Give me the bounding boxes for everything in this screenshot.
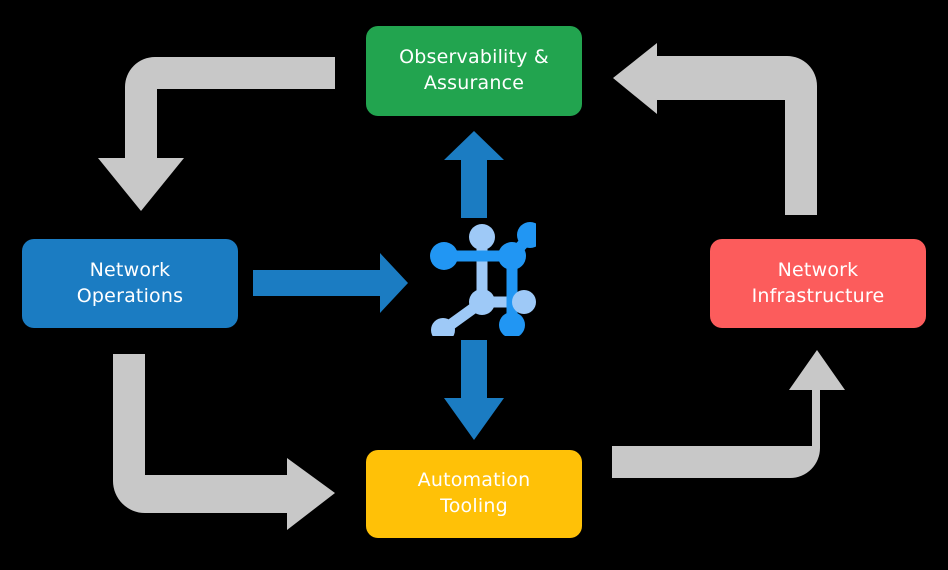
node-box-network-infrastructure[interactable]: Network Infrastructure: [710, 239, 926, 328]
network-topology-icon: [420, 220, 543, 342]
arrow-operations-to-center: [253, 253, 408, 313]
node-box-automation-tooling[interactable]: Automation Tooling: [366, 450, 582, 538]
arrow-observability-to-operations: [98, 57, 335, 211]
node-label-automation-tooling: Automation Tooling: [417, 469, 531, 517]
node-label-network-infrastructure: Network Infrastructure: [751, 258, 885, 307]
node-box-network-operations[interactable]: Network Operations: [22, 239, 238, 328]
arrow-operations-to-automation: [113, 354, 335, 530]
arrow-automation-to-infrastructure: [612, 350, 845, 478]
node-label-network-operations: Network Operations: [76, 258, 184, 307]
node-label-observability: Observability & Assurance: [399, 46, 549, 94]
arrow-infrastructure-to-observability: [613, 43, 817, 215]
arrow-center-to-observability: [444, 131, 504, 218]
node-box-observability[interactable]: Observability & Assurance: [366, 26, 582, 116]
arrow-center-to-automation: [444, 340, 504, 440]
